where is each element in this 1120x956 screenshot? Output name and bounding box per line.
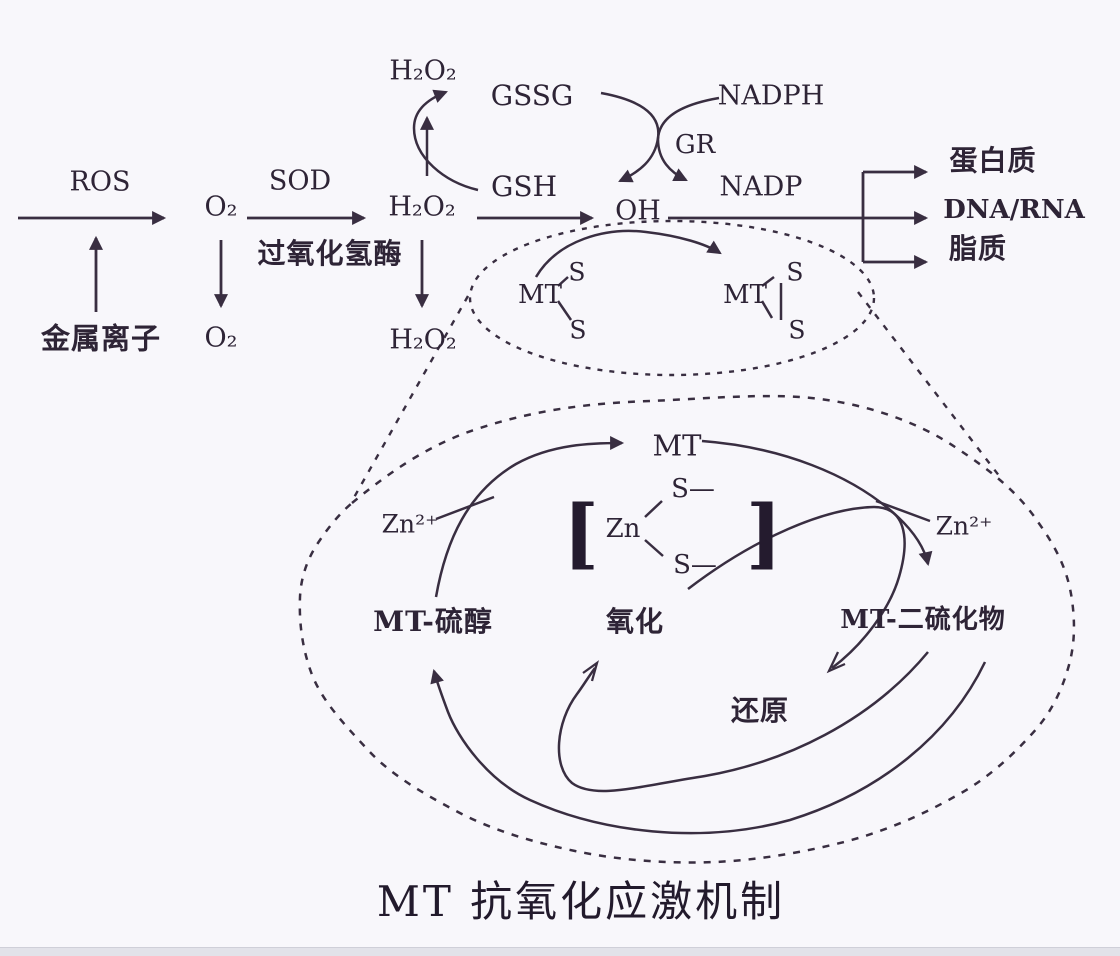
arc-oh-to-mt-oxidized: [534, 229, 722, 278]
arrow-mt-to-disulfide: [701, 439, 933, 567]
line-zn-left-join: [435, 495, 495, 521]
label-s-complex-top: S—: [671, 474, 715, 504]
label-protein: 蛋白质: [949, 144, 1037, 177]
line-zn-right-join: [875, 499, 931, 523]
callout-line-right: [857, 291, 1001, 478]
arrow-thiol-to-mt: [434, 436, 625, 598]
label-hydroxyl-radical: OH: [615, 195, 661, 227]
label-s-reduced-bottom: S: [569, 315, 587, 345]
label-superoxide: O₂: [204, 191, 238, 223]
bottom-edge-strip: [0, 947, 1120, 956]
label-gr: GR: [674, 130, 716, 160]
label-nadph: NADPH: [717, 80, 825, 112]
figure-caption: MT 抗氧化应激机制: [376, 877, 786, 926]
arrowhead-reduction: [826, 651, 846, 674]
arrowhead-oxidation: [582, 660, 599, 682]
label-mt-reduced: MT: [518, 280, 562, 310]
bracket-close: ]: [746, 488, 782, 577]
dashed-callout: [298, 219, 1076, 864]
arc-gsh-to-gssg: [412, 89, 479, 192]
main-pathway-arrows: [18, 165, 929, 312]
label-catalase: 过氧化氢酶: [257, 237, 403, 270]
arc-to-oxidation: [557, 651, 929, 793]
label-zn-complex: Zn: [605, 514, 641, 544]
label-s-complex-bottom: S—: [673, 550, 717, 580]
bond-mt-s-top-right: [761, 276, 775, 287]
label-metal-ions: 金属离子: [40, 321, 162, 356]
bracket-open: [: [563, 488, 599, 577]
label-mt-thiol: MT-硫醇: [373, 605, 493, 638]
label-h2o2-top: H₂O₂: [389, 55, 457, 87]
label-s-oxidized-top: S: [786, 257, 804, 287]
bond-mt-s-bottom-right: [760, 300, 774, 319]
bond-zn-s-top: [644, 500, 663, 518]
label-h2o2-product: H₂O₂: [389, 324, 457, 356]
arc-gssg-to-gsh: [600, 91, 660, 183]
label-zn-left: Zn²⁺: [381, 509, 439, 539]
callout-line-left: [350, 295, 470, 502]
label-gsh: GSH: [491, 170, 557, 203]
label-lipid: 脂质: [948, 232, 1008, 265]
magnified-region-outline: [298, 394, 1076, 864]
arc-complex-to-reduction: [687, 505, 906, 669]
label-nadp: NADP: [719, 171, 803, 203]
label-gssg: GSSG: [490, 79, 574, 112]
mt-redox-cycle-arrows: [430, 436, 987, 835]
inset-ellipse: [468, 219, 876, 377]
label-s-reduced-top: S: [568, 257, 586, 287]
label-zn-right: Zn²⁺: [935, 511, 993, 541]
mt-inset-drawing: [534, 229, 783, 321]
label-reduction: 还原: [730, 694, 790, 727]
label-dna-rna: DNA/RNA: [943, 195, 1085, 225]
label-s-oxidized-bottom: S: [788, 315, 806, 345]
label-oxygen-product: O₂: [204, 322, 238, 354]
label-ros: ROS: [69, 166, 131, 198]
label-mt: MT: [652, 428, 702, 463]
bond-zn-s-bottom: [644, 539, 664, 557]
arc-to-thiol: [430, 661, 987, 835]
glutathione-cycle-arrows: [412, 89, 720, 192]
label-oxidation: 氧化: [605, 605, 665, 638]
arc-nadph-to-nadp: [656, 96, 720, 182]
label-h2o2: H₂O₂: [388, 191, 456, 223]
label-sod: SOD: [268, 165, 332, 197]
label-mt-oxidized: MT: [723, 280, 767, 310]
bond-mt-s-top-left: [557, 276, 569, 287]
bond-mt-s-bottom-left: [556, 300, 573, 321]
label-mt-disulfide: MT-二硫化物: [840, 605, 1006, 635]
